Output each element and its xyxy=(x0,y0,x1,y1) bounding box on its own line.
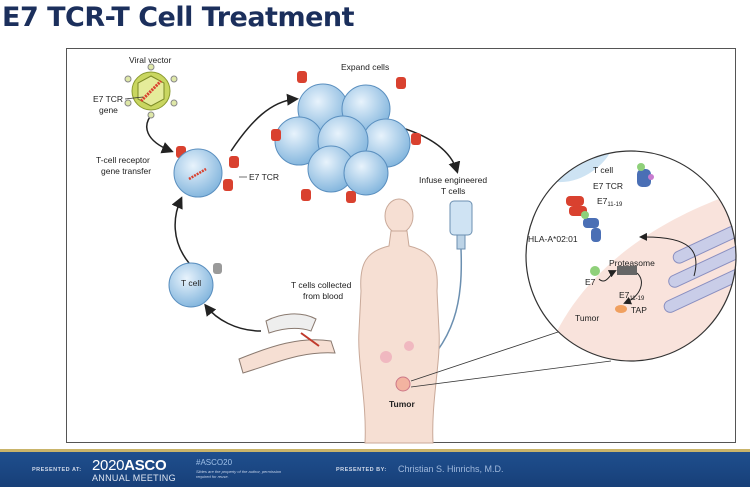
arm-blood-draw-icon xyxy=(238,313,336,374)
inset-tap-label: TAP xyxy=(631,305,647,315)
patient-body-icon xyxy=(358,198,440,444)
inset-e7-tcr-label: E7 TCR xyxy=(593,181,623,191)
collected-label: T cells collected xyxy=(291,280,352,290)
presented-at-label: PRESENTED AT: xyxy=(32,467,82,473)
inset-proteasome-label: Proteasome xyxy=(609,258,655,268)
t-cell-icon xyxy=(168,262,214,308)
infuse-label-2: T cells xyxy=(441,186,465,196)
inset-e7-peptide-label: E711-19 xyxy=(597,196,623,208)
infuse-label: Infuse engineered xyxy=(419,175,487,185)
slide-footer: PRESENTED AT: 2020ASCO ANNUAL MEETING #A… xyxy=(0,452,750,487)
tumor-icon xyxy=(395,376,411,392)
tumor-label: Tumor xyxy=(389,399,416,409)
hashtag: #ASCO20 xyxy=(196,458,233,467)
inset-tumor-label: Tumor xyxy=(575,313,599,323)
inset-e7-label: E7 xyxy=(585,277,596,287)
e7-tcr-gene-label: E7 TCR xyxy=(93,94,123,104)
footer-divider xyxy=(0,449,750,452)
copyright-note: Slides are the property of the author, p… xyxy=(196,469,282,479)
e7-tcr-gene-label-2: gene xyxy=(99,105,118,115)
presenter-name: Christian S. Hinrichs, M.D. xyxy=(398,464,504,474)
inset-hla-label: HLA-A*02:01 xyxy=(528,234,578,244)
viral-vector-label: Viral vector xyxy=(129,55,172,65)
viral-vector-icon xyxy=(124,63,178,119)
expanded-cells-icon xyxy=(274,83,411,196)
collected-label-2: from blood xyxy=(303,291,343,301)
gene-transfer-label: T-cell receptor xyxy=(96,155,150,165)
molecular-inset: T cell E7 TCR E711-19 HLA-A*02:01 Protea… xyxy=(525,150,737,362)
treatment-diagram: Viral vector E7 TCR gene Expand cells T-… xyxy=(66,48,737,444)
slide-title: E7 TCR-T Cell Treatment xyxy=(2,2,355,33)
gene-transfer-label-2: gene transfer xyxy=(101,166,151,176)
presented-by-label: PRESENTED BY: xyxy=(336,467,387,473)
inset-e7-peptide2-label: E711-19 xyxy=(619,290,645,302)
meeting-logo: 2020ASCO xyxy=(92,457,167,474)
e7-tcr-label: E7 TCR xyxy=(249,172,279,182)
t-cell-label: T cell xyxy=(181,278,201,288)
meeting-subtitle: ANNUAL MEETING xyxy=(92,473,176,483)
expand-cells-label: Expand cells xyxy=(341,62,389,72)
inset-t-cell-label: T cell xyxy=(593,165,613,175)
